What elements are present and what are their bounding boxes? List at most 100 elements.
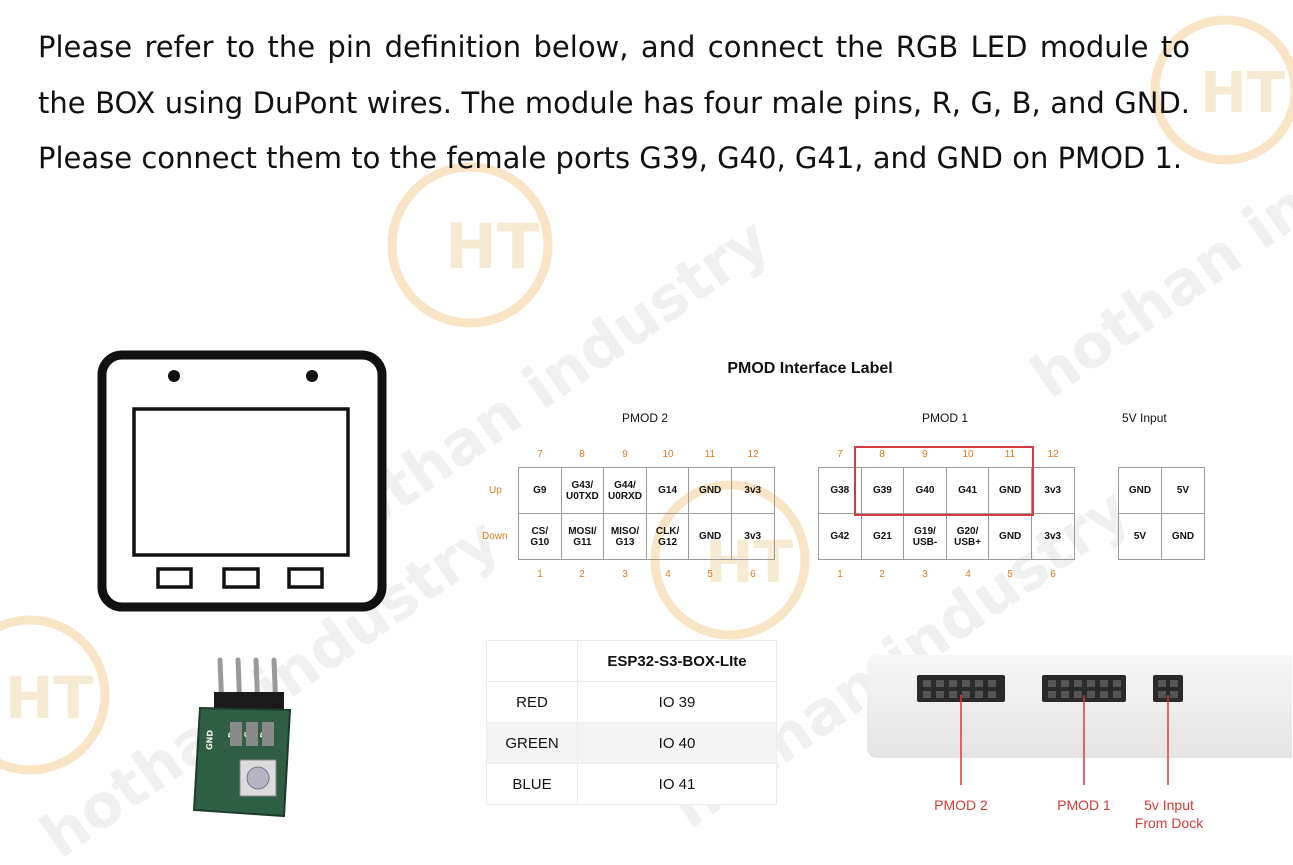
pmod2-pin-number: 12 <box>747 449 759 460</box>
5v-input-pin-grid: GND 5V 5V GND <box>1118 467 1205 560</box>
watermark-logo-text: HT <box>1200 61 1285 126</box>
table-row: GREEN IO 40 <box>486 722 777 764</box>
table-cell-color: RED <box>486 681 578 723</box>
pmod2-pin-cell: CS/ G10 <box>519 514 562 560</box>
pmod1-pin-cell: GND <box>989 514 1032 560</box>
pmod-diagram-title: PMOD Interface Label <box>727 360 893 377</box>
pmod2-pin-number: 8 <box>579 449 585 460</box>
pmod2-pin-number: 6 <box>750 569 756 580</box>
pmod1-pin-cell: G21 <box>861 514 905 560</box>
pmod1-pin-number: 4 <box>965 569 971 580</box>
pmod2-pin-cell: MISO/ G13 <box>604 514 647 560</box>
box-button <box>222 567 260 589</box>
pmod1-pin-number: 7 <box>837 449 843 460</box>
box-screw-hole <box>306 370 318 382</box>
5v-input-pin-cell: GND <box>1119 468 1162 514</box>
pmod1-pin-cell: G19/ USB- <box>904 514 947 560</box>
pin-mapping-table: ESP32-S3-BOX-LIte RED IO 39 GREEN IO 40 … <box>486 640 777 805</box>
pmod2-title: PMOD 2 <box>622 411 669 425</box>
pmod1-pin-cell-g41: G41 <box>946 468 990 514</box>
module-resistor <box>246 722 258 746</box>
pmod2-pin-number: 9 <box>622 449 628 460</box>
5v-input-pin-cell: GND <box>1162 514 1205 560</box>
pmod1-pin-grid: G38 G39 G40 G41 GND 3v3 G42 G21 G19/ USB… <box>818 467 1075 560</box>
pmod1-pin-number: 3 <box>922 569 928 580</box>
photo-label-pmod1: PMOD 1 <box>1057 797 1111 813</box>
pmod2-pin-cell: 3v3 <box>731 514 775 560</box>
photo-label-5v-input: 5v Input From Dock <box>1118 796 1220 832</box>
pointer-lines-lower <box>960 758 1169 785</box>
pmod1-pin-number: 9 <box>922 449 928 460</box>
module-resistor <box>230 722 242 746</box>
rgb-led-module-illustration: GND R G B <box>192 657 292 818</box>
pmod1-pin-number: 8 <box>879 449 885 460</box>
pmod1-pin-cell: 3v3 <box>1031 514 1075 560</box>
table-row: BLUE IO 41 <box>486 763 777 805</box>
watermark-logo-circle <box>387 162 553 328</box>
pmod2-pin-cell: GND <box>689 468 732 514</box>
watermark-logo-text: HT <box>445 210 539 283</box>
box-button <box>156 567 193 589</box>
module-pin-label: GND <box>205 730 215 751</box>
pmod1-pin-cell: G38 <box>819 468 862 514</box>
box-screen <box>132 407 350 557</box>
pmod1-pin-cell-gnd: GND <box>989 468 1032 514</box>
pmod1-pin-number: 10 <box>962 449 974 460</box>
table-header-cell: ESP32-S3-BOX-LIte <box>577 640 777 682</box>
rgb-led-icon <box>246 766 270 790</box>
table-cell-io: IO 40 <box>577 722 777 764</box>
pmod2-pin-number: 10 <box>662 449 674 460</box>
pmod2-pin-number: 7 <box>537 449 543 460</box>
pmod1-pin-number: 2 <box>879 569 885 580</box>
pmod1-pin-cell: G42 <box>819 514 862 560</box>
pmod1-pin-number: 12 <box>1047 449 1059 460</box>
photo-label-pmod2: PMOD 2 <box>934 797 988 813</box>
pmod2-pin-cell: G9 <box>519 468 562 514</box>
row-label-up: Up <box>489 485 502 496</box>
pmod2-pin-cell: CLK/ G12 <box>646 514 690 560</box>
pmod1-pin-cell: G20/ USB+ <box>946 514 990 560</box>
intro-paragraph: Please refer to the pin definition below… <box>38 30 1190 175</box>
table-cell-io: IO 41 <box>577 763 777 805</box>
pmod2-pin-cell: 3v3 <box>731 468 775 514</box>
pmod1-pin-cell-g40: G40 <box>904 468 947 514</box>
pmod1-pin-number: 11 <box>1004 449 1016 460</box>
table-row: RED IO 39 <box>486 681 777 723</box>
photo-label-5v-line1: 5v Input <box>1144 797 1194 813</box>
pmod2-pin-number: 5 <box>707 569 713 580</box>
box-button <box>287 567 324 589</box>
table-cell-io: IO 39 <box>577 681 777 723</box>
box-connector-photo <box>867 655 1292 758</box>
pmod2-pin-cell: MOSI/ G11 <box>561 514 605 560</box>
table-header-row: ESP32-S3-BOX-LIte <box>486 640 777 682</box>
box-device-illustration <box>97 350 387 612</box>
pmod2-pin-cell: G43/ U0TXD <box>561 468 605 514</box>
table-cell-color: GREEN <box>486 722 578 764</box>
pmod2-pin-cell: GND <box>689 514 732 560</box>
module-led-package <box>239 759 277 797</box>
row-label-down: Down <box>482 531 508 542</box>
pmod2-pin-number: 2 <box>579 569 585 580</box>
pmod1-pin-cell: 3v3 <box>1031 468 1075 514</box>
pmod2-pin-cell: G14 <box>646 468 690 514</box>
pmod1-connection-highlight <box>854 446 1034 516</box>
table-cell-color: BLUE <box>486 763 578 805</box>
pmod1-pin-number: 6 <box>1050 569 1056 580</box>
5v-input-pin-cell: 5V <box>1119 514 1162 560</box>
pmod2-pin-number: 3 <box>622 569 628 580</box>
pmod2-pin-cell: G44/ U0RXD <box>604 468 647 514</box>
photo-label-5v-line2: From Dock <box>1134 815 1204 831</box>
5v-input-pin-cell: 5V <box>1162 468 1205 514</box>
box-screw-hole <box>168 370 180 382</box>
pmod1-pin-cell-g39: G39 <box>861 468 905 514</box>
table-header-cell <box>486 640 578 682</box>
5v-input-title: 5V Input <box>1122 411 1167 425</box>
module-resistor <box>262 722 274 746</box>
pmod2-pin-grid: G9 G43/ U0TXD G44/ U0RXD G14 GND 3v3 CS/… <box>518 467 775 560</box>
watermark-logo-circle <box>0 615 110 775</box>
pmod1-pin-number: 1 <box>837 569 843 580</box>
pmod2-pin-number: 11 <box>704 449 716 460</box>
watermark-logo-text: HT <box>5 664 94 732</box>
pmod2-pin-number: 1 <box>537 569 543 580</box>
pmod1-title: PMOD 1 <box>922 411 969 425</box>
